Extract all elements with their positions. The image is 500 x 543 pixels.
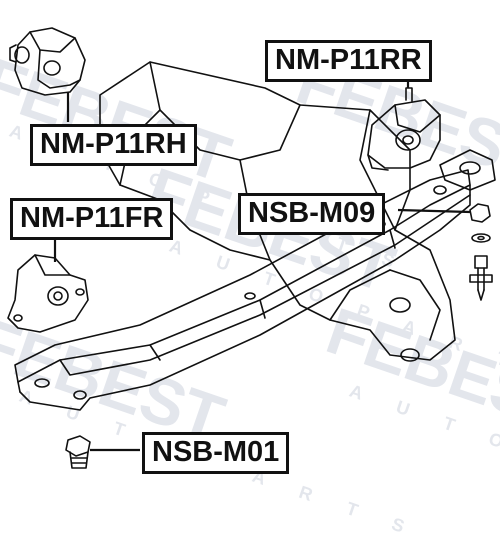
mount-rh-detail [29, 31, 76, 53]
crossmember-hole [34, 378, 50, 388]
diagram-canvas: FEBEST A U T O P A R T S FEBEST A U T O … [0, 27, 500, 542]
crossmember-rib [59, 194, 471, 376]
mount-rh-detail [37, 49, 81, 89]
mount-rr-body [367, 99, 441, 169]
mount-fr-hole [13, 314, 23, 322]
washer [471, 233, 491, 243]
engine-hole [400, 348, 420, 362]
crossmember-hole [433, 185, 447, 195]
rear-bracket [439, 149, 496, 191]
washer-hole [477, 235, 485, 241]
mount-rh-stud [9, 44, 17, 63]
crossmember-edge [19, 184, 471, 411]
crossmember-edge [17, 381, 21, 393]
part-label-nm-p11fr: NM-P11FR [10, 198, 174, 240]
stud-bolt-flange [469, 274, 493, 283]
crossmember-rib [259, 299, 266, 319]
engine-hole [389, 297, 411, 313]
mount-fr-detail [34, 254, 71, 276]
crossmember-body [14, 169, 471, 383]
mount-fr-body [7, 254, 89, 333]
stud-bolt [474, 255, 488, 269]
crossmember-hole [244, 292, 256, 300]
bolt-shank [69, 451, 89, 469]
part-label-nsb-m09: NSB-M09 [238, 193, 386, 235]
mount-rr-stud [405, 87, 413, 102]
crossmember-rib [389, 229, 396, 249]
rear-bracket-hole [459, 161, 481, 175]
engine-block-outline [99, 61, 456, 361]
stud-bolt [477, 267, 485, 291]
part-label-nm-p11rh: NM-P11RH [30, 124, 197, 166]
engine-block-detail [389, 269, 441, 341]
mount-fr-bushing [53, 291, 63, 301]
mount-rr-detail [394, 104, 441, 133]
mount-rh-bushing [43, 60, 61, 76]
mount-rr-foot [367, 154, 389, 171]
mount-rr-bushing [395, 129, 421, 151]
crossmember-hole [73, 390, 87, 400]
part-label-nsb-m01: NSB-M01 [142, 432, 290, 474]
parts-drawing [7, 27, 496, 469]
nut-hex [469, 203, 491, 223]
mount-fr-hole [75, 288, 85, 296]
part-label-nm-p11rr: NM-P11RR [265, 40, 432, 82]
crossmember-rib [149, 344, 161, 361]
leader-member [397, 208, 471, 214]
stud-bolt-tip [477, 289, 485, 301]
mount-rh-bushing [14, 46, 30, 64]
mount-rr-bushing [402, 135, 414, 145]
mount-fr-bushing [47, 286, 69, 306]
engine-block-detail [329, 269, 391, 321]
bolt-thread [71, 457, 88, 464]
engine-block-detail [149, 61, 301, 161]
